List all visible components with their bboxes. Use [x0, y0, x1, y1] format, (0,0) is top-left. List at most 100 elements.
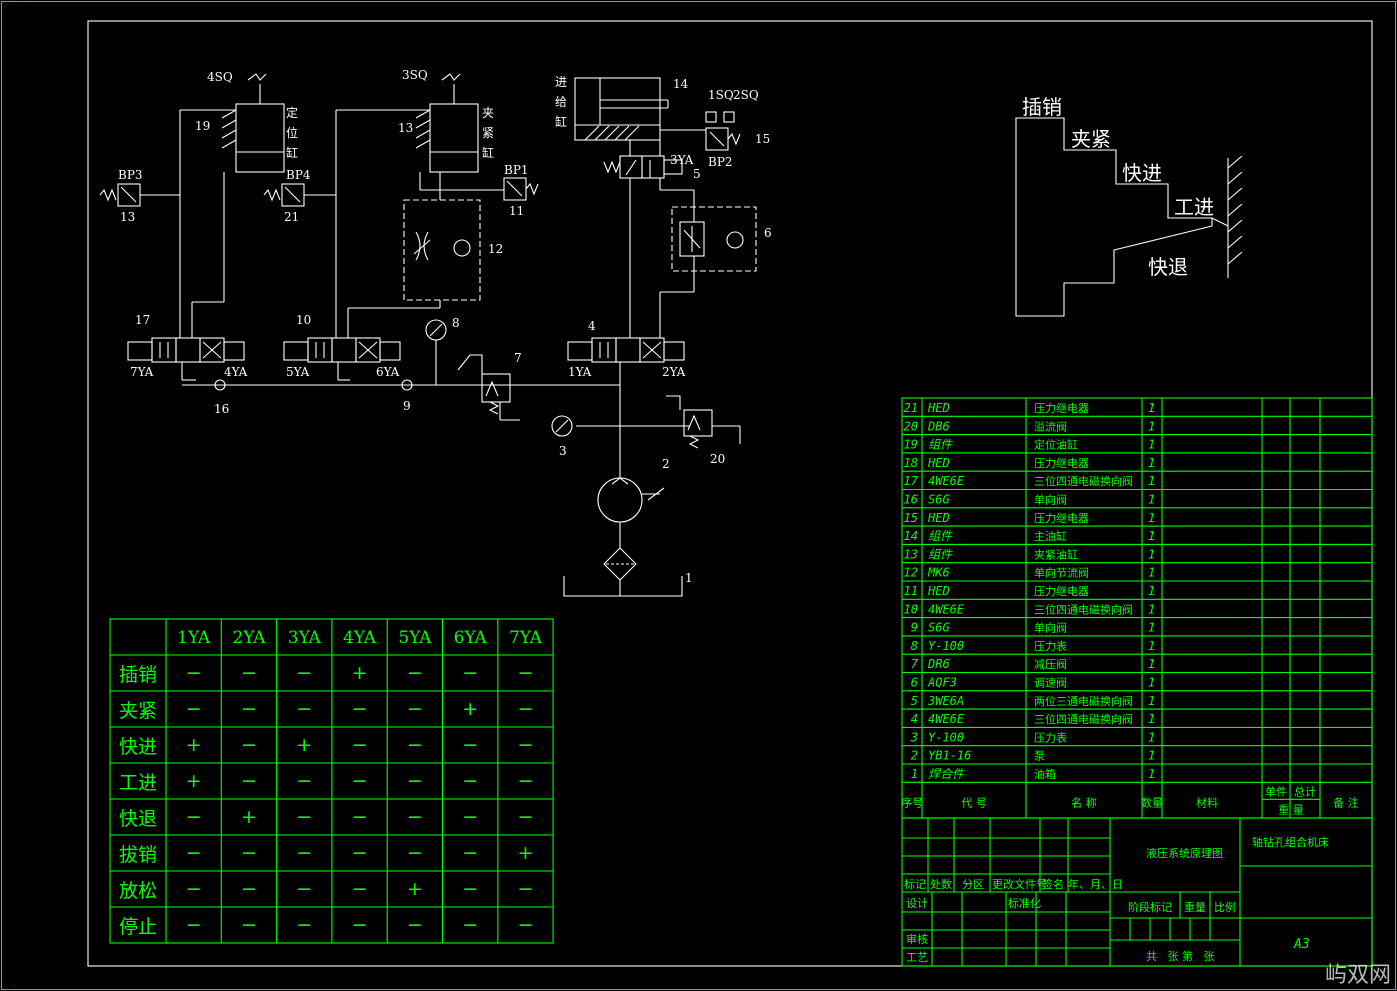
table-cell: −: [407, 734, 423, 756]
weight-label: 重量: [1184, 900, 1206, 914]
part-code: HED: [927, 584, 950, 598]
part-qty: 1: [1148, 584, 1155, 598]
label-2ya: 2YA: [662, 365, 686, 379]
part-code: 组件: [928, 529, 953, 543]
part-no: 5: [911, 694, 918, 708]
part-code: AQF3: [927, 676, 957, 690]
table-cell: −: [296, 878, 312, 900]
flow-control-valve: [671, 206, 757, 272]
header-4ya: 4YA: [343, 628, 377, 648]
label-20: 20: [710, 452, 725, 466]
label-13-clamp: 13: [398, 121, 413, 135]
part-qty: 1: [1148, 401, 1155, 415]
cycle-diagram: 插销 夹紧 快进 工进 快退: [1015, 95, 1243, 317]
row-label: 快退: [119, 808, 157, 830]
label-1sq: 1SQ: [708, 88, 734, 102]
table-cell: −: [352, 734, 368, 756]
table-cell: −: [296, 698, 312, 720]
part-code: HED: [927, 401, 950, 415]
label-11: 11: [509, 204, 524, 218]
label-1: 1: [685, 571, 693, 585]
table-cell: +: [517, 842, 533, 864]
part-qty: 1: [1148, 767, 1155, 781]
part-no: 7: [911, 657, 919, 671]
table-cell: −: [517, 662, 533, 684]
rev-label-count: 处数: [930, 878, 952, 891]
label-5: 5: [693, 167, 701, 181]
table-cell: −: [462, 662, 478, 684]
part-name: 油箱: [1034, 767, 1056, 781]
label-16: 16: [214, 402, 229, 416]
header-1ya: 1YA: [177, 628, 211, 648]
valve-17: [127, 337, 245, 381]
header-5ya: 5YA: [398, 628, 432, 648]
table-cell: −: [241, 734, 257, 756]
part-no: 18: [904, 456, 918, 470]
part-no: 14: [904, 529, 918, 543]
part-no: 6: [911, 676, 918, 690]
part-code: Y-100: [928, 730, 964, 744]
label-14: 14: [673, 77, 689, 91]
table-cell: −: [296, 662, 312, 684]
stage-mark-label: 阶段标记: [1128, 900, 1172, 914]
table-cell: −: [407, 806, 423, 828]
scale-label: 比例: [1214, 900, 1236, 914]
rev-label-mark: 标记: [904, 877, 926, 891]
row-label: 拔销: [119, 844, 157, 866]
part-code: HED: [927, 456, 950, 470]
part-qty: 1: [1148, 419, 1155, 433]
part-qty: 1: [1148, 438, 1155, 452]
header-3ya: 3YA: [288, 628, 322, 648]
table-cell: −: [407, 662, 423, 684]
label-1ya: 1YA: [568, 365, 592, 379]
part-name: 定位油缸: [1034, 438, 1078, 452]
table-cell: −: [352, 770, 368, 792]
table-cell: +: [186, 770, 202, 792]
table-cell: −: [352, 698, 368, 720]
part-no: 15: [904, 511, 918, 525]
table-cell: −: [186, 914, 202, 936]
positioning-cylinder: [235, 103, 285, 173]
cycle-step-1: 插销: [1022, 95, 1062, 119]
part-name: 三位四通电磁换向阀: [1034, 712, 1133, 726]
throttle-check-valve: [403, 199, 481, 301]
part-no: 4: [911, 712, 918, 726]
table-cell: −: [296, 770, 312, 792]
part-code: Y-100: [928, 639, 964, 653]
part-no: 9: [911, 621, 918, 635]
table-cell: −: [407, 842, 423, 864]
part-code: 组件: [928, 438, 953, 452]
table-cell: −: [462, 878, 478, 900]
part-no: 17: [904, 474, 919, 488]
label-4ya: 4YA: [224, 365, 248, 379]
table-cell: +: [352, 662, 368, 684]
process-label: 工艺: [906, 951, 928, 964]
row-label: 插销: [119, 664, 157, 686]
hydraulic-schematic: 14 1SQ 2SQ 15 3YA 5 BP2 6 4SQ 3SQ 19 13 …: [99, 68, 772, 597]
part-qty: 1: [1148, 602, 1155, 616]
table-cell: −: [517, 878, 533, 900]
header-total: 总计: [1294, 784, 1316, 798]
table-cell: −: [186, 662, 202, 684]
check-label: 审核: [906, 932, 928, 946]
label-3sq: 3SQ: [402, 68, 428, 82]
part-no: 13: [904, 547, 918, 561]
part-no: 10: [904, 602, 918, 616]
table-cell: −: [517, 914, 533, 936]
cycle-step-5: 快退: [1148, 255, 1188, 279]
table-cell: −: [186, 698, 202, 720]
part-qty: 1: [1148, 493, 1155, 507]
sheet-count: 共 张 第 张: [1146, 949, 1214, 963]
cyl-clamp-char-1: 夹: [482, 106, 494, 120]
cyl-feed-char-3: 缸: [555, 114, 567, 129]
table-cell: −: [462, 806, 478, 828]
label-21: 21: [284, 210, 299, 224]
label-8: 8: [452, 316, 460, 330]
watermark: 屿双网: [1324, 963, 1391, 988]
header-qty: 数量: [1141, 796, 1163, 809]
label-3ya: 3YA: [670, 153, 694, 167]
label-19: 19: [195, 119, 210, 133]
part-qty: 1: [1148, 694, 1155, 708]
label-7: 7: [514, 351, 522, 365]
